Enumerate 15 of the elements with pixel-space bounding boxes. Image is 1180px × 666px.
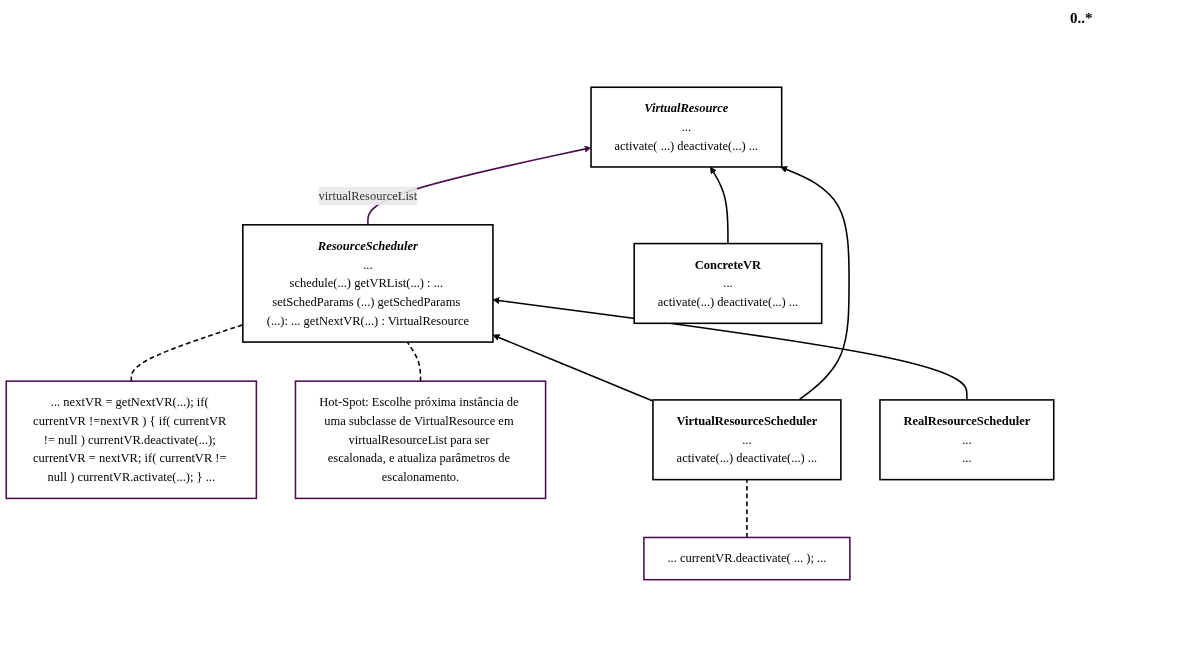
node-box: VirtualResource ... activate( ...) deactivate(...) ...: [590, 86, 783, 168]
node-box: ResourceScheduler ... schedule(...) getVRList(...) : ... setSchedParams (...) getSchedParams (...): ... getNextVR(...) : VirtualResource: [242, 223, 494, 343]
connector: [746, 478, 748, 538]
edge-label: virtualResourceList: [318, 188, 418, 202]
node-box: Hot-Spot: Escolhe próxima instância de uma subclasse de VirtualResource em virtualResourceList para ser escalonada, e atualiza parâmetros de escalonamento.: [294, 379, 547, 499]
node-box: ConcreteVR ... activate(...) deactivate(...) ...: [633, 242, 823, 324]
node-box: ... nextVR = getNextVR(...); if( currentVR !=nextVR ) { if( currentVR != null ) currentVR.deactivate(...); currentVR = nextVR; if( currentVR != null ) currentVR.activate(...); } ...: [5, 379, 258, 499]
arrow: [780, 165, 850, 401]
multiplicity-label: 0..*: [1070, 10, 1094, 27]
arrow: [710, 166, 729, 244]
connector: [406, 340, 422, 382]
arrow: [492, 296, 968, 401]
node-box: RealResourceScheduler ... ...: [879, 398, 1055, 480]
node-box: VirtualResourceScheduler ... activate(...) deactivate(...) ...: [652, 398, 842, 480]
node-box: ... currentVR.deactivate( ... ); ...: [643, 536, 851, 580]
